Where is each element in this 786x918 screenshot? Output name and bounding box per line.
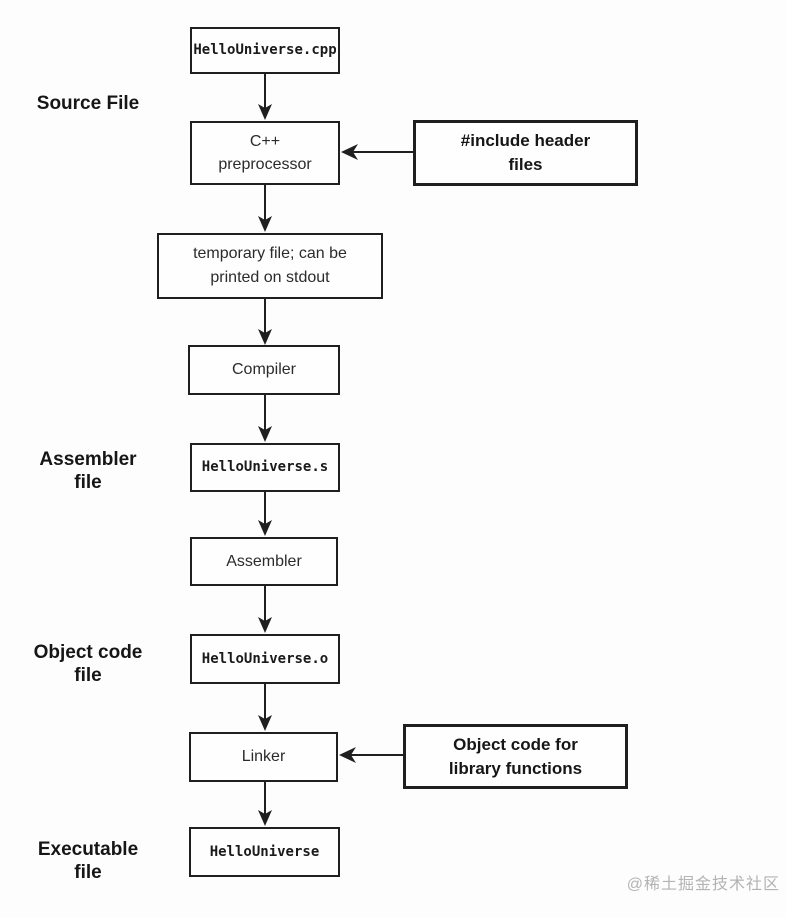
node-preprocessor: C++ preprocessor [190,121,340,185]
node-executable: HelloUniverse [189,827,340,877]
node-assembly-file: HelloUniverse.s [190,443,340,492]
stage-label-object-code-file: Object code file [33,642,143,687]
arrow-preprocessor-to-tempfile [258,185,272,232]
watermark-text: @稀土掘金技术社区 [626,876,780,893]
arrow-source-to-preprocessor [258,74,272,120]
stage-label-source-file: Source File [36,93,140,114]
arrow-tempfile-to-compiler [258,299,272,345]
arrow-assemblyfile-to-assembler [258,492,272,536]
node-library-objects: Object code for library functions [403,724,628,789]
node-include-header-files: #include header files [413,120,638,186]
arrow-include-to-preprocessor [341,144,413,160]
node-compiler: Compiler [188,345,340,395]
node-source-file: HelloUniverse.cpp [190,27,340,74]
arrow-assembler-to-objectfile [258,586,272,633]
stage-label-assembler-file: Assembler file [39,449,137,494]
arrow-linker-to-executable [258,782,272,826]
arrow-objectfile-to-linker [258,684,272,731]
arrow-libraryobjects-to-linker [339,747,403,763]
node-assembler: Assembler [190,537,338,586]
arrow-compiler-to-assemblyfile [258,395,272,442]
node-linker: Linker [189,732,338,782]
stage-label-executable-file: Executable file [37,839,139,884]
node-object-file: HelloUniverse.o [190,634,340,684]
node-temporary-file: temporary file; can be printed on stdout [157,233,383,299]
